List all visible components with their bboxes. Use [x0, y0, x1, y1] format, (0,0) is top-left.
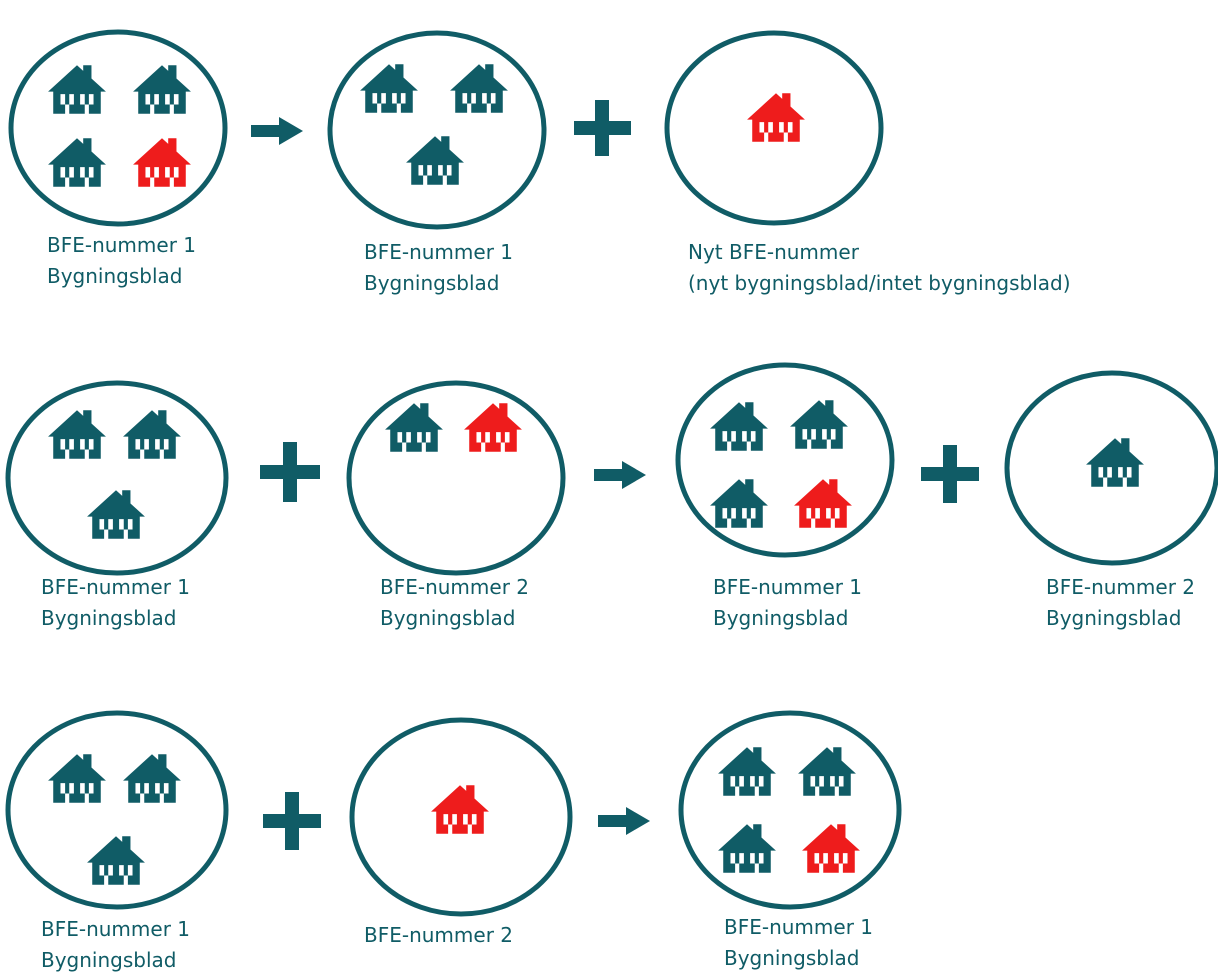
bfe-label: Nyt BFE-nummer (nyt bygningsblad/intet b… — [688, 237, 1071, 299]
bfe-label: BFE-nummer 2 Bygningsblad — [380, 572, 529, 634]
bfe-label-line: Bygningsblad — [41, 948, 177, 972]
house-icon — [710, 479, 768, 528]
house-icon — [48, 754, 106, 803]
bfe-label-line: BFE-nummer 2 — [380, 575, 530, 599]
house-icon — [450, 64, 508, 113]
bfe-label-line: BFE-nummer 1 — [41, 917, 191, 941]
bfe-label-line: Nyt BFE-nummer — [688, 240, 859, 264]
house-icon — [718, 824, 776, 873]
bfe-circle — [349, 717, 573, 917]
bfe-label-line: Bygningsblad — [380, 606, 516, 630]
house-icon — [406, 136, 464, 185]
bfe-label: BFE-nummer 1 Bygningsblad — [713, 572, 862, 634]
bfe-circle — [678, 710, 902, 910]
house-icon — [48, 410, 106, 459]
arrow-right-icon — [251, 117, 303, 145]
house-icon — [48, 65, 106, 114]
house-icon-red — [133, 138, 191, 187]
house-icon — [87, 490, 145, 539]
bfe-label: BFE-nummer 1 Bygningsblad — [47, 230, 196, 292]
row-2 — [5, 362, 1218, 576]
row-3 — [5, 710, 902, 917]
bfe-label-line: BFE-nummer 2 — [1046, 575, 1196, 599]
bfe-label: BFE-nummer 2 Bygningsblad — [1046, 572, 1195, 634]
house-icon — [87, 836, 145, 885]
bfe-label-line: Bygningsblad — [47, 264, 183, 288]
plus-icon — [921, 445, 979, 503]
bfe-label-line: Bygningsblad — [713, 606, 849, 630]
bfe-circle — [5, 380, 229, 576]
house-icon-red — [431, 785, 489, 834]
row-1 — [8, 29, 884, 230]
bfe-label-line: Bygningsblad — [364, 271, 500, 295]
bfe-label-line: BFE-nummer 1 — [41, 575, 191, 599]
bfe-label-line: BFE-nummer 1 — [713, 575, 863, 599]
bfe-label-line: Bygningsblad — [41, 606, 177, 630]
bfe-label-line: BFE-nummer 1 — [47, 233, 197, 257]
bfe-label-line: BFE-nummer 2 — [364, 923, 514, 947]
bfe-label: BFE-nummer 2 — [364, 920, 513, 951]
house-icon-red — [747, 93, 805, 142]
house-icon — [790, 400, 848, 449]
house-icon — [798, 747, 856, 796]
house-icon — [123, 754, 181, 803]
bfe-label-line: BFE-nummer 1 — [724, 915, 874, 939]
bfe-label-line: Bygningsblad — [724, 946, 860, 970]
plus-icon — [260, 442, 320, 502]
bfe-label: BFE-nummer 1 Bygningsblad — [41, 572, 190, 634]
bfe-label: BFE-nummer 1 Bygningsblad — [41, 914, 190, 976]
house-icon — [133, 65, 191, 114]
bfe-label-line: (nyt bygningsblad/intet bygningsblad) — [688, 271, 1071, 295]
house-icon — [123, 410, 181, 459]
arrow-right-icon — [594, 461, 646, 489]
bfe-label-line: BFE-nummer 1 — [364, 240, 514, 264]
bfe-label-line: Bygningsblad — [1046, 606, 1182, 630]
bfe-label: BFE-nummer 1 Bygningsblad — [724, 912, 873, 974]
bfe-circle — [327, 30, 547, 230]
bfe-circle — [664, 30, 884, 226]
house-icon — [48, 138, 106, 187]
arrow-right-icon — [598, 807, 650, 835]
bfe-circle — [5, 710, 229, 910]
house-icon — [718, 747, 776, 796]
house-icon-red — [794, 479, 852, 528]
plus-icon — [263, 792, 321, 850]
bfe-circle — [346, 380, 566, 576]
house-icon — [1086, 438, 1144, 487]
plus-icon — [574, 100, 631, 156]
bfe-label: BFE-nummer 1 Bygningsblad — [364, 237, 513, 299]
bfe-circle — [8, 29, 228, 227]
house-icon — [710, 402, 768, 451]
house-icon-red — [464, 403, 522, 452]
bfe-circle — [1004, 370, 1218, 566]
house-icon — [360, 64, 418, 113]
bfe-circle — [675, 362, 895, 558]
house-icon-red — [802, 824, 860, 873]
house-icon — [385, 403, 443, 452]
